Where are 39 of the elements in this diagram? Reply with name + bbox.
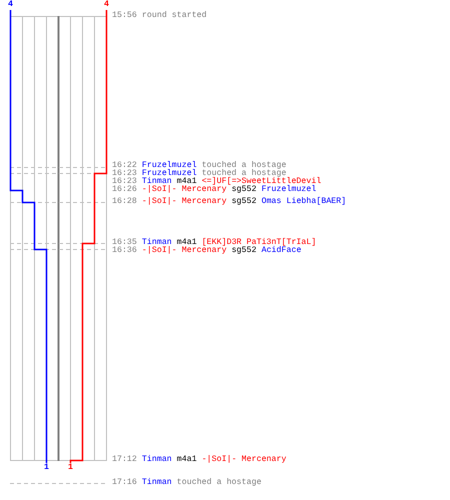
time-label: 16:36 xyxy=(112,247,137,255)
time-label: 15:56 xyxy=(112,12,137,20)
player-name: Fruzelmuzel xyxy=(142,162,197,170)
time-label: 16:28 xyxy=(112,198,137,206)
time-label: 17:12 xyxy=(112,456,137,464)
weapon-name: m4a1 xyxy=(176,239,197,247)
player-name: -|SoI|- Mercenary xyxy=(142,247,227,255)
time-label: 16:23 xyxy=(112,178,137,186)
player-name: Omas Liebha[BAER] xyxy=(261,198,346,206)
player-name: Fruzelmuzel xyxy=(142,170,197,178)
player-name: Tinman xyxy=(142,178,172,186)
weapon-name: m4a1 xyxy=(176,456,197,464)
player-name: <=]UF[=>SweetLittleDevil xyxy=(202,178,322,186)
event-text: round started xyxy=(142,12,207,20)
weapon-name: sg552 xyxy=(232,198,256,206)
player-name: -|SoI|- Mercenary xyxy=(202,456,286,464)
weapon-name: sg552 xyxy=(232,186,256,194)
time-label: 17:16 xyxy=(112,479,137,487)
player-count: 1 xyxy=(44,464,49,472)
event-text: touched a hostage xyxy=(176,479,262,487)
event-text: touched a hostage xyxy=(202,170,286,178)
player-name: AcidFace xyxy=(261,247,302,255)
player-name: -|SoI|- Mercenary xyxy=(142,186,227,194)
weapon-name: m4a1 xyxy=(176,178,197,186)
weapon-name: sg552 xyxy=(232,247,256,255)
player-name: Tinman xyxy=(142,479,172,487)
time-label: 16:35 xyxy=(112,239,137,247)
event-text: touched a hostage xyxy=(202,162,286,170)
time-label: 16:23 xyxy=(112,170,137,178)
player-name: [EKK]D3R PaTi3nT[TrIaL] xyxy=(202,239,316,247)
player-name: Tinman xyxy=(142,239,172,247)
time-label: 16:22 xyxy=(112,162,137,170)
player-name: -|SoI|- Mercenary xyxy=(142,198,227,206)
player-count: 1 xyxy=(68,464,73,472)
player-name: Tinman xyxy=(142,456,172,464)
player-name: Fruzelmuzel xyxy=(261,186,316,194)
player-count: 4 xyxy=(104,1,109,9)
time-label: 16:26 xyxy=(112,186,137,194)
player-count: 4 xyxy=(8,1,13,9)
